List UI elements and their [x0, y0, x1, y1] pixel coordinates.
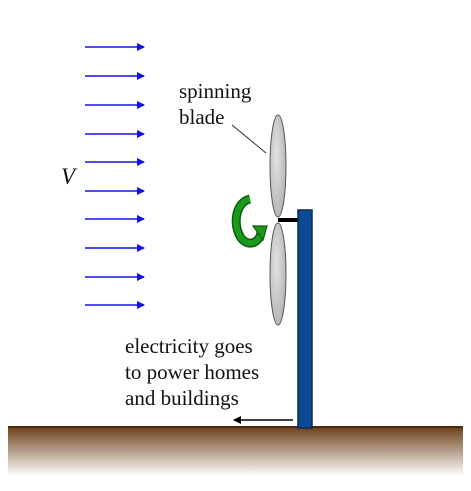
ground-surface	[8, 426, 463, 476]
wind-arrows	[85, 43, 145, 309]
wind-speed-label: V	[61, 164, 76, 189]
blade-label-line-2: blade	[179, 105, 225, 129]
upper-blade	[269, 114, 287, 218]
turbine-shaft	[278, 218, 298, 222]
electricity-label-line-2: to power homes	[125, 360, 260, 384]
blade-label-line-1: spinning	[179, 79, 252, 103]
turbine-tower	[297, 209, 313, 429]
electricity-label-line-1: electricity goes	[125, 334, 253, 358]
curved-rotation-arrow-icon	[231, 194, 268, 248]
lower-blade	[269, 222, 287, 326]
electricity-label-line-3: and buildings	[125, 386, 239, 410]
blade-leader-line	[231, 124, 267, 154]
